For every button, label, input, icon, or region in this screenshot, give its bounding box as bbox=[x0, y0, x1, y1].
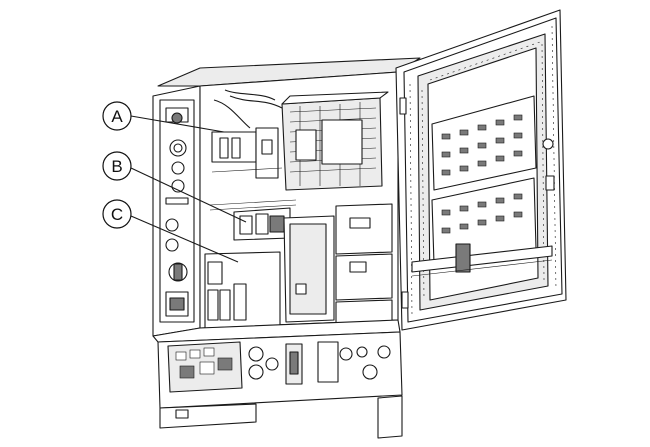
callout-c-circle bbox=[102, 199, 132, 229]
component-group-a bbox=[211, 127, 283, 179]
callout-b-label: B bbox=[111, 157, 122, 176]
drive-modules bbox=[283, 203, 393, 325]
power-supply-unit bbox=[281, 91, 389, 191]
callout-b-circle bbox=[102, 151, 132, 181]
callout-a-label: A bbox=[111, 107, 123, 126]
callout-c: C bbox=[102, 199, 239, 263]
cabinet-body bbox=[152, 57, 421, 343]
cabinet-door bbox=[395, 9, 567, 331]
cabinet-base bbox=[157, 331, 403, 439]
callout-b: B bbox=[102, 151, 247, 223]
component-group-c bbox=[204, 251, 281, 329]
callout-a: A bbox=[102, 101, 225, 133]
callout-a-circle bbox=[102, 101, 132, 131]
left-panel-devices bbox=[165, 107, 189, 317]
callout-c-label: C bbox=[111, 205, 123, 224]
